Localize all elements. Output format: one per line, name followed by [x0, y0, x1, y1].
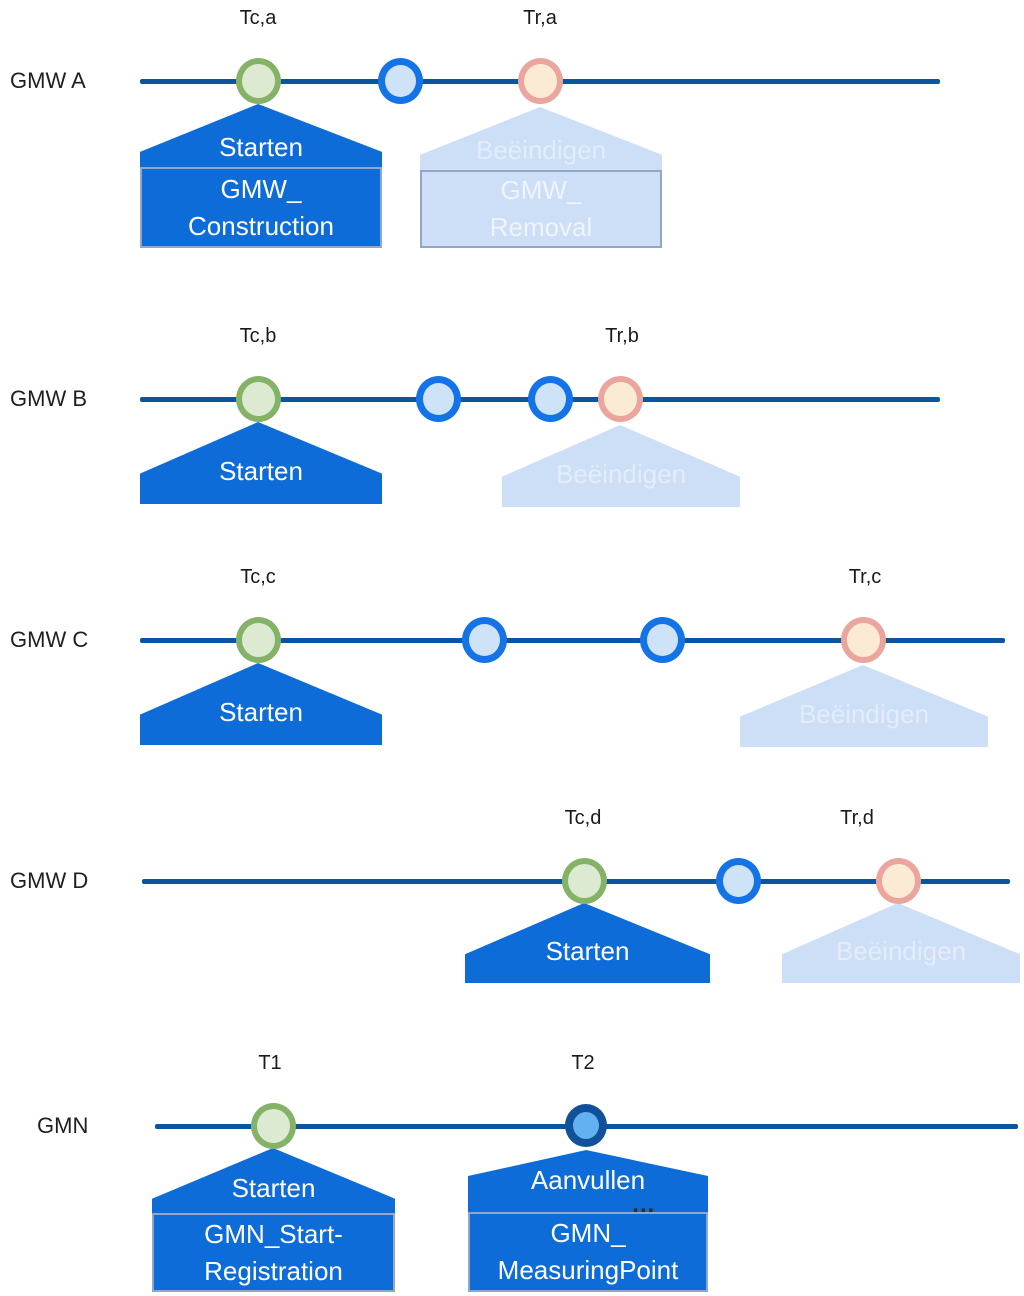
activity-box: GMW_ Removal [420, 170, 662, 248]
row-label-gmw-b: GMW B [10, 386, 87, 411]
activity-box-text: GMW_ [500, 175, 582, 205]
callout-end-house: Beëindigen [420, 107, 662, 170]
event-marker-mid [715, 857, 761, 904]
event-marker-start [235, 57, 281, 104]
ellipsis-dots: … [631, 1191, 658, 1218]
activity-box: GMW_ Construction [140, 167, 382, 248]
time-label: Tr,b [605, 325, 639, 347]
event-marker-mid [527, 375, 573, 422]
time-label: Tr,a [523, 7, 557, 29]
callout-label: Beëindigen [555, 459, 687, 489]
event-marker-start [250, 1102, 296, 1149]
callout-label: Starten [219, 132, 303, 162]
event-marker-end [517, 57, 563, 104]
activity-box-text: Removal [489, 212, 593, 242]
callout-end-house: Beëindigen [502, 425, 740, 507]
event-marker-mid [377, 57, 423, 104]
row-label-gmn: GMN [37, 1113, 89, 1138]
callout-label: Starten [545, 936, 630, 966]
callout-label: Starten [219, 697, 303, 727]
callout-start-house: Starten [140, 104, 382, 167]
callout-end-house: Beëindigen [782, 903, 1020, 983]
time-label: T2 [571, 1052, 595, 1074]
activity-box-text: Construction [188, 210, 334, 241]
time-label: Tr,c [848, 566, 882, 588]
callout-label: Beëindigen [475, 135, 607, 165]
event-marker-mid [461, 616, 507, 663]
event-marker-end [875, 857, 921, 904]
activity-box-text: Registration [204, 1255, 343, 1286]
callout-label: Beëindigen [798, 699, 930, 729]
event-marker-t2 [565, 1104, 607, 1147]
callout-label: Starten [231, 1173, 316, 1203]
event-marker-mid [415, 375, 461, 422]
callout-start-house: Starten [465, 903, 710, 983]
callout-start-house: Starten [152, 1148, 395, 1213]
callout-start-house: Starten [140, 422, 382, 504]
row-label-gmw-d: GMW D [10, 868, 89, 893]
callout-label: Starten [219, 456, 303, 486]
activity-box-text: MeasuringPoint [497, 1255, 679, 1285]
row-label-gmw-a: GMW A [10, 68, 86, 93]
time-label: T1 [258, 1052, 282, 1074]
time-label: Tr,d [840, 807, 874, 829]
callout-start-house: Starten [140, 663, 382, 745]
event-marker-mid [639, 616, 685, 663]
event-marker-start [561, 857, 607, 904]
activity-box-text: GMW_ [220, 173, 302, 204]
activity-box-text: GMN_ [550, 1218, 626, 1248]
row-label-gmw-c: GMW C [10, 627, 89, 652]
callout-end-house: Beëindigen [740, 665, 988, 747]
callout-start-house: Aanvullen… [468, 1150, 708, 1212]
event-marker-start [235, 616, 281, 663]
activity-box: GMN_ MeasuringPoint [468, 1212, 708, 1292]
time-label: Tc,c [240, 566, 276, 588]
callout-label: Aanvullen [530, 1165, 646, 1195]
time-label: Tc,b [239, 325, 277, 347]
event-marker-start [235, 375, 281, 422]
event-marker-end [840, 616, 886, 663]
activity-box: GMN_Start- Registration [152, 1213, 395, 1292]
callout-label: Beëindigen [835, 936, 967, 966]
event-marker-end [597, 375, 643, 422]
time-label: Tc,a [239, 7, 277, 29]
time-label: Tc,d [564, 807, 602, 829]
timeline-line [140, 638, 1005, 643]
activity-box-text: GMN_Start- [204, 1218, 343, 1249]
